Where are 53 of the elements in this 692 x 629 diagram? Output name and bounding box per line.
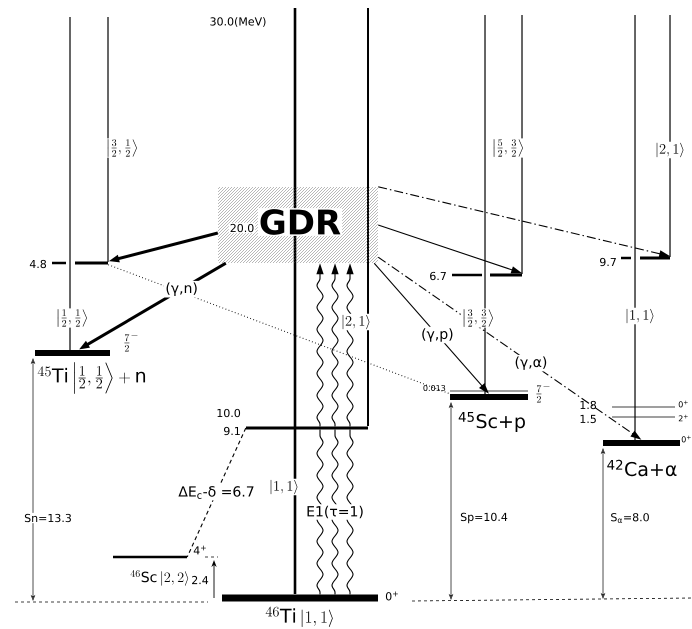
level-bar — [52, 262, 108, 264]
level-label: $^{42}$Ca+α — [607, 460, 676, 476]
energy-label: 0$^{+}$ — [682, 436, 691, 442]
energy-label: 2.4 — [190, 574, 210, 586]
energy-label: 2$^{+}$ — [678, 414, 688, 422]
wavy-line — [316, 430, 324, 594]
state-label: $\left|\tfrac{3}{2},\tfrac{3}{2}\right\rangle$ — [460, 308, 496, 328]
energy-label: S$_{α}$=8.0 — [609, 512, 651, 524]
energy-label: 9.7 — [600, 258, 616, 266]
energy-label: 4.8 — [30, 260, 46, 268]
energy-label: 0$^{+}$ — [386, 592, 398, 600]
connector-line — [108, 264, 450, 394]
energy-label: 20.0 — [228, 222, 256, 234]
energy-label: 10.0 — [218, 408, 240, 418]
ground-level-bar — [603, 406, 680, 446]
energy-label: 4$^{+}$ — [194, 546, 206, 554]
edge-label: (γ,p) — [420, 326, 456, 344]
state-label: $\left|\tfrac{5}{2},\tfrac{3}{2}\right\rangle$ — [490, 138, 526, 158]
level-bar — [621, 256, 670, 260]
energy-label: 1.8 — [580, 400, 596, 410]
state-label: $\left|\tfrac{3}{2},\tfrac{1}{2}\right\rangle$ — [104, 138, 140, 158]
state-label: $|1,1\rangle$ — [268, 478, 300, 496]
gdr-label: GDR — [258, 208, 342, 236]
edge-label: (γ,α) — [512, 354, 549, 372]
level-label: $^{45}\mathrm{Ti}\left|\tfrac{1}{2},\tfrac{1}{2}\right\rangle+\mathrm{n}$ — [38, 362, 146, 394]
energy-label: 0$^{+}$ — [678, 400, 688, 408]
energy-label: 1.5 — [580, 414, 596, 424]
wavy-line — [331, 430, 339, 594]
energy-label: $\tfrac{7}{2}^{-}$ — [536, 385, 550, 403]
energy-label: 9.1 — [224, 426, 240, 436]
energy-label: 6.7 — [430, 272, 446, 280]
level-label: $^{45}$Sc+p — [458, 412, 525, 432]
state-label: $|2,1\rangle$ — [340, 314, 372, 330]
state-label: $\left|\tfrac{1}{2},\tfrac{1}{2}\right\rangle$ — [54, 308, 90, 328]
level-bar — [452, 274, 522, 276]
edge-label: E1(τ=1) — [304, 504, 366, 520]
energy-label: Sn=13.3 — [23, 512, 73, 524]
ground-level-bar — [222, 594, 378, 602]
level-bar — [113, 556, 187, 558]
state-label: $|1,1\rangle$ — [624, 308, 656, 324]
edge-label: (γ,n) — [164, 280, 200, 298]
level-label: $^{46}\mathrm{Sc}\,|2,2\rangle$ — [130, 570, 188, 586]
level-label: $^{46}\mathrm{Ti}\,|1,1\rangle$ — [266, 606, 333, 627]
axis-unit-label: 30.0(MeV) — [208, 16, 268, 28]
state-label: $|2,1\rangle$ — [654, 142, 686, 158]
connector-line — [186, 428, 246, 558]
ground-level-bar — [450, 390, 528, 400]
energy-label: 0.013 — [423, 384, 446, 392]
energy-label: $\tfrac{7}{2}^{-}$ — [124, 334, 138, 352]
level-bar — [246, 426, 368, 430]
energy-label: Sp=10.4 — [459, 512, 509, 524]
wavy-line — [346, 430, 354, 594]
edge-label: ΔE$_{c}$-δ =6.7 — [176, 484, 256, 500]
